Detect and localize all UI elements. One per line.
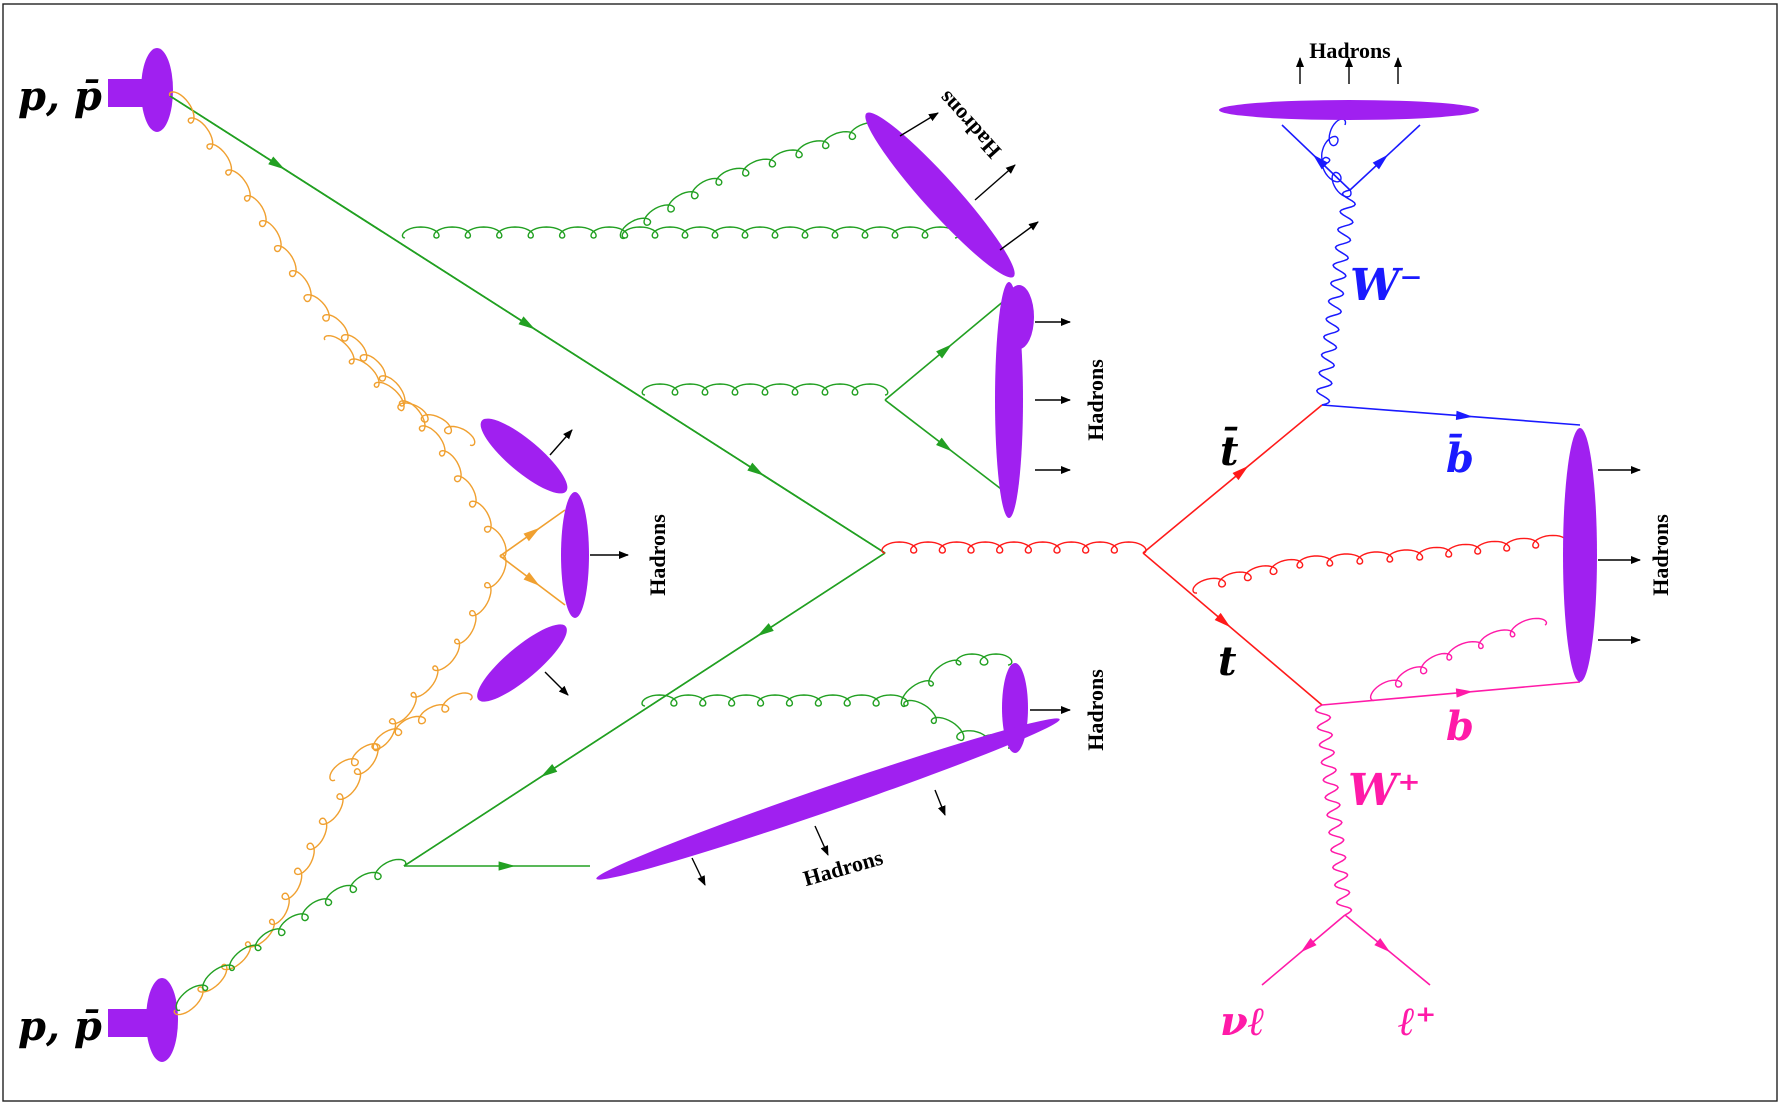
gluon-isr-lower-seg2 [318, 718, 397, 825]
bbar-label: b̄ [1446, 435, 1474, 482]
beam-bottom [108, 978, 178, 1062]
gluon-isr-branch-down-seg1 [394, 692, 473, 737]
beam-top [108, 48, 173, 132]
nu-line-arrow [1300, 937, 1317, 953]
b-line [1321, 681, 1581, 706]
blob-top-jet [865, 112, 1015, 278]
orange-fork-down-arrow [523, 572, 540, 586]
top-line-arrow [1214, 612, 1231, 628]
quark-line-bottom-horizontal-arrow [498, 861, 516, 871]
gluon-upper-branch-seg1 [715, 121, 883, 186]
bbar-line-arrow [1455, 410, 1473, 421]
hadron-blobs [477, 100, 1597, 880]
tbar-line [1142, 404, 1323, 554]
blob-left-lower [477, 624, 567, 702]
quark-fork-down-arrow [936, 437, 953, 452]
gluon-isr-upper-seg0 [168, 91, 251, 202]
w-minus-label: W⁻ [1350, 260, 1423, 311]
w-minus-quark-right-arrow [1372, 154, 1389, 170]
gluon-bottom-branch-seg1 [955, 653, 1013, 666]
b-label: b [1446, 703, 1474, 750]
w-minus-quark-left-arrow [1312, 154, 1329, 170]
nu-label: νℓ [1220, 998, 1265, 1045]
tbar-label: t̄ [1220, 428, 1239, 475]
blob-left-vertical [561, 492, 589, 618]
gluon-isr-lower-seg1 [388, 638, 461, 725]
gluon-isr-lower-seg4 [173, 918, 276, 1016]
arrow-top-jet-2 [974, 164, 1016, 201]
hadrons-label-bottom-right: Hadrons [1083, 669, 1108, 751]
arrow-bottom-long-1 [934, 789, 946, 816]
hadrons-label-right: Hadrons [1648, 514, 1673, 596]
quark-fork-up-arrow [936, 344, 952, 359]
bbar-line [1321, 404, 1581, 426]
gluon-central [881, 541, 1147, 554]
w-plus-label: W⁺ [1348, 765, 1421, 816]
w-minus-wave [1315, 189, 1357, 406]
hadrons-label-left: Hadrons [645, 514, 670, 596]
quark-line-vertex-to-bottom-b [403, 552, 886, 867]
propagator-lines [169, 95, 1581, 986]
gluon-isr-branch-up-seg0 [323, 334, 405, 412]
gluon-isr-lower-seg3 [268, 817, 328, 926]
lepton-line-arrow [1374, 938, 1391, 953]
tbar-line-arrow [1232, 465, 1249, 481]
gluon-isr-lower-seg0 [453, 554, 507, 645]
arrow-bottom-long-3 [691, 857, 706, 886]
w-plus-wave [1314, 704, 1353, 916]
b-line-arrow [1455, 688, 1473, 698]
quark-line-top-to-vertex-c [169, 95, 886, 554]
beam-label-bottom: p, p̄ [18, 1003, 102, 1050]
t-label: t [1218, 638, 1237, 685]
gluon-isr-upper-seg1 [243, 195, 312, 303]
quark-line-top-to-vertex-c-arrow [747, 462, 764, 476]
blob-w-minus [1219, 100, 1479, 120]
particle-labels: p, p̄ p, p̄ t̄ t W⁻ W⁺ b̄ b νℓ ℓ⁺ [18, 73, 1474, 1050]
w-boson-lines [1314, 189, 1357, 916]
gluon-isr-upper-seg4 [438, 449, 507, 559]
gluon-isr-upper-seg3 [378, 375, 446, 457]
gluon-top-radiation-seg1 [1296, 549, 1424, 569]
gluon-green-isr-seg2 [324, 858, 407, 907]
blob-mid-vertical [995, 282, 1023, 518]
gluon-upper-branch-seg0 [619, 177, 723, 240]
b-gluon-seg0 [1369, 652, 1453, 702]
orange-fork-up-arrow [523, 527, 540, 542]
gluon-bottom [641, 694, 909, 707]
arrow-top-jet-3 [999, 221, 1039, 251]
arrow-top-jet-1 [899, 112, 939, 137]
arrow-left-3 [544, 671, 569, 696]
diagram-frame [2, 3, 1778, 1102]
gluon-top-radiation-seg2 [1416, 534, 1569, 561]
b-gluon-seg1 [1446, 617, 1548, 661]
gluon-mid [641, 383, 889, 396]
gluon-upper-right [621, 226, 959, 239]
gluon-upper-left [401, 226, 629, 239]
gluon-isr-upper-seg2 [303, 293, 387, 382]
arrow-left-1 [549, 429, 573, 456]
quark-line-vertex-to-bottom-b-arrow [540, 764, 558, 778]
gluon-top-radiation-seg0 [1192, 558, 1304, 594]
gluon-green-isr-seg1 [254, 898, 333, 952]
hadrons-label-bottom: Hadrons [800, 844, 886, 891]
top-line [1142, 552, 1323, 706]
gluon-isr-branch-down-seg0 [329, 727, 403, 782]
gluon-isr-branch-up-seg1 [397, 402, 476, 447]
hadrons-label-top: Hadrons [1309, 38, 1391, 63]
beam-label-top: p, p̄ [18, 73, 102, 120]
w-minus-gluon-seg1 [1320, 118, 1347, 164]
lepton-label: ℓ⁺ [1398, 998, 1436, 1045]
hadrons-label-mid: Hadrons [1083, 359, 1108, 441]
gluon-bottom-branch-seg0 [900, 659, 962, 708]
blob-bottom-long [596, 718, 1060, 880]
gluon-bottom-branch2-seg0 [903, 699, 965, 742]
blob-right-b [1563, 428, 1597, 682]
arrow-bottom-long-2 [814, 825, 829, 856]
gluon-green-isr-seg0 [175, 944, 262, 1012]
hadron-arrows [544, 57, 1641, 886]
hadrons-labels: Hadrons Hadrons Hadrons Hadrons Hadrons … [645, 38, 1673, 891]
hadrons-label-rotated-top: Hadrons [933, 86, 1006, 164]
blob-left-upper [480, 418, 568, 494]
